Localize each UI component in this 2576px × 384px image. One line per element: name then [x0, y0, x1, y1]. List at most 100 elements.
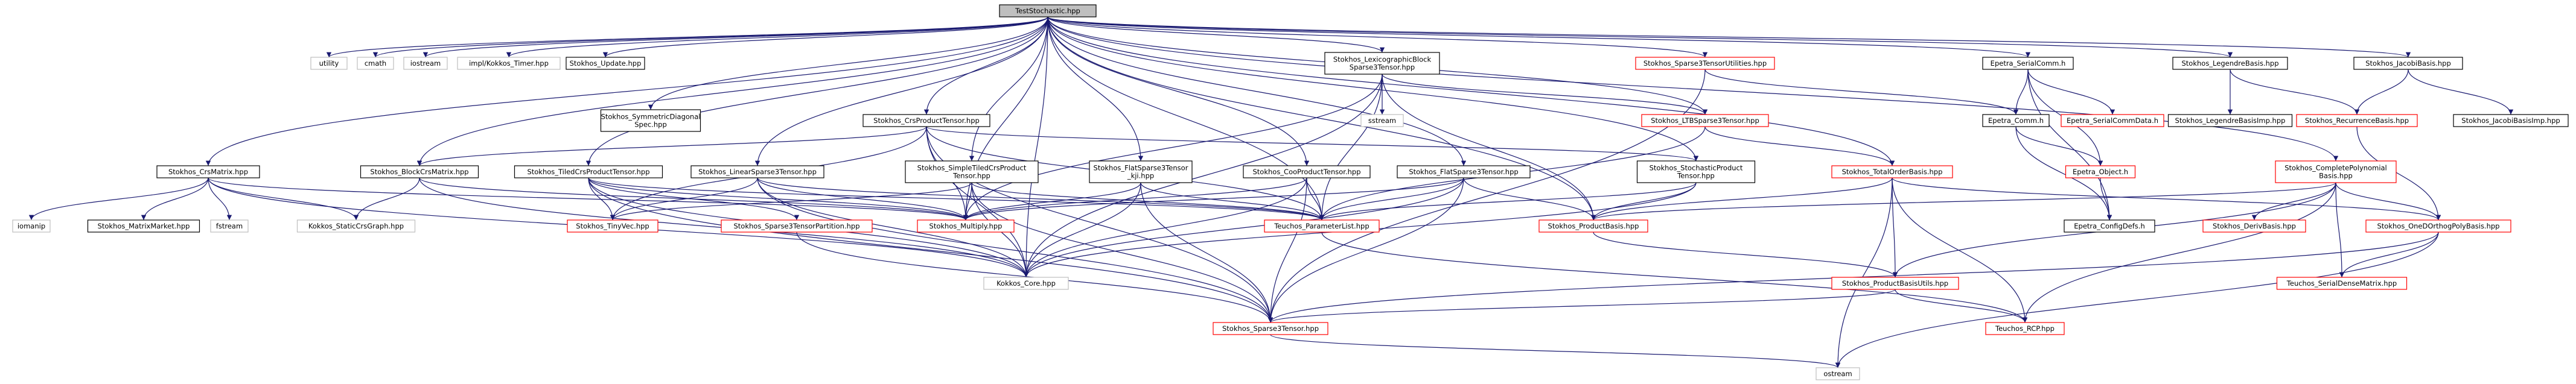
- node-sp3tensor[interactable]: Stokhos_Sparse3Tensor.hpp: [1213, 322, 1328, 335]
- node-crsprod[interactable]: Stokhos_CrsProductTensor.hpp: [862, 114, 990, 127]
- node-legimp[interactable]: Stokhos_LegendreBasisImp.hpp: [2167, 114, 2293, 127]
- edge-totalorder-to-ostream: [1835, 177, 1893, 368]
- node-sp3util[interactable]: Stokhos_Sparse3TensorUtilities.hpp: [1635, 57, 1775, 70]
- node-epobject[interactable]: Epetra_Object.h: [2065, 165, 2136, 178]
- node-label-crsprod-0: Stokhos_CrsProductTensor.hpp: [873, 116, 980, 125]
- node-epserialdata[interactable]: Epetra_SerialCommData.h: [2061, 114, 2164, 127]
- node-ltb[interactable]: Stokhos_LTBSparse3Tensor.hpp: [1641, 114, 1769, 127]
- node-label-recurrence-0: Stokhos_RecurrenceBasis.hpp: [2305, 116, 2409, 125]
- node-ostream: ostream: [1816, 367, 1860, 380]
- node-mmarket[interactable]: Stokhos_MatrixMarket.hpp: [87, 219, 200, 233]
- edge-jacbasis-to-recurrence: [2354, 69, 2409, 115]
- node-update[interactable]: Stokhos_Update.hpp: [566, 57, 645, 70]
- node-box-sstream: [1360, 114, 1404, 127]
- edge-totalorder-to-oneD: [1892, 177, 2441, 221]
- node-label-blockcrs-0: Stokhos_BlockCrsMatrix.hpp: [370, 168, 468, 176]
- node-lexblock[interactable]: Stokhos_LexicographicBlockSparse3Tensor.…: [1324, 52, 1440, 75]
- edge-root-to-epcomm: [1047, 16, 2030, 58]
- node-epcomm[interactable]: Epetra_SerialComm.h: [1982, 57, 2074, 70]
- node-recurrence[interactable]: Stokhos_RecurrenceBasis.hpp: [2296, 114, 2418, 127]
- edge-flatsp-to-kcore: [1023, 177, 1464, 278]
- node-label-linsp-0: Stokhos_LinearSparse3Tensor.hpp: [698, 168, 817, 176]
- node-box-jacimp: [2453, 114, 2569, 127]
- node-cooprod[interactable]: Stokhos_CooProductTensor.hpp: [1243, 165, 1371, 178]
- node-label-symdiag-0: Stokhos_SymmetricDiagonal: [601, 113, 701, 121]
- node-label-lexblock-1: Sparse3Tensor.hpp: [1350, 63, 1415, 72]
- node-label-ep_comm-0: Epetra_Comm.h: [1988, 116, 2044, 125]
- edge-flatkji-to-paramlist: [1140, 182, 1325, 221]
- node-label-mmarket-0: Stokhos_MatrixMarket.hpp: [98, 222, 190, 230]
- edge-root-to-jacbasis: [1047, 16, 2411, 58]
- node-box-oneD: [2365, 219, 2511, 233]
- edge-crsprod-to-blockcrs: [417, 126, 927, 166]
- node-box-utility: [310, 57, 348, 70]
- node-cmath: cmath: [357, 57, 394, 70]
- edge-simpletiled-to-paramlist: [971, 182, 1325, 221]
- node-oneD[interactable]: Stokhos_OneDOrthogPolyBasis.hpp: [2365, 219, 2511, 233]
- edge-pbutils-to-rcp: [1895, 289, 2028, 323]
- node-box-mmarket: [87, 219, 200, 233]
- node-configdefs[interactable]: Epetra_ConfigDefs.h: [2064, 219, 2155, 233]
- node-box-legimp: [2167, 114, 2293, 127]
- node-sp3part[interactable]: Stokhos_Sparse3TensorPartition.hpp: [721, 219, 873, 233]
- node-box-prodbasis: [1538, 219, 1648, 233]
- node-multiply[interactable]: Stokhos_Multiply.hpp: [917, 219, 1015, 233]
- edge-lexblock-to-multiply: [963, 74, 1383, 221]
- edge-epcomm-to-epserialdata: [2027, 69, 2115, 115]
- node-tiledcrs[interactable]: Stokhos_TiledCrsProductTensor.hpp: [514, 165, 663, 178]
- node-label-epcomm-0: Epetra_SerialComm.h: [1991, 59, 2066, 68]
- node-flatsp[interactable]: Stokhos_FlatSparse3Tensor.hpp: [1397, 165, 1531, 178]
- node-pbutils[interactable]: Stokhos_ProductBasisUtils.hpp: [1831, 277, 1959, 290]
- edge-tiledcrs-to-tinyvec: [588, 177, 616, 221]
- node-box-configdefs: [2064, 219, 2155, 233]
- edge-ep_comm-to-configdefs: [2015, 126, 2112, 221]
- node-box-tiledcrs: [514, 165, 663, 178]
- node-label-serialdense-0: Teuchos_SerialDenseMatrix.hpp: [2286, 279, 2397, 288]
- edge-root-to-linsp: [754, 16, 1048, 166]
- edge-cooprod-to-multiply: [963, 177, 1307, 221]
- node-box-symdiag: [600, 109, 701, 132]
- node-blockcrs[interactable]: Stokhos_BlockCrsMatrix.hpp: [360, 165, 479, 178]
- node-box-epserialdata: [2061, 114, 2164, 127]
- node-label-derivbasis-0: Stokhos_DerivBasis.hpp: [2213, 222, 2296, 230]
- edge-root-to-flatsp: [1047, 16, 1467, 166]
- node-jacimp[interactable]: Stokhos_JacobiBasisImp.hpp: [2453, 114, 2569, 127]
- node-box-update: [566, 57, 645, 70]
- node-derivbasis[interactable]: Stokhos_DerivBasis.hpp: [2202, 219, 2306, 233]
- node-label-lexblock-0: Stokhos_LexicographicBlock: [1333, 55, 1432, 64]
- node-jacbasis[interactable]: Stokhos_JacobiBasis.hpp: [2353, 57, 2463, 70]
- node-crsmatrix[interactable]: Stokhos_CrsMatrix.hpp: [156, 165, 260, 178]
- edge-jacbasis-to-jacimp: [2408, 69, 2514, 115]
- node-box-tinyvec: [567, 219, 658, 233]
- node-box-crsmatrix: [156, 165, 260, 178]
- edge-ltb-to-totalorder: [1704, 126, 1895, 166]
- node-root[interactable]: TestStochastic.hpp: [999, 4, 1097, 17]
- node-paramlist[interactable]: Teuchos_ParameterList.hpp: [1264, 219, 1380, 233]
- node-linsp[interactable]: Stokhos_LinearSparse3Tensor.hpp: [690, 165, 824, 178]
- node-flatkji[interactable]: Stokhos_FlatSparse3Tensor_kji.hpp: [1089, 160, 1193, 183]
- edge-crsprod-to-kcore: [926, 126, 1029, 278]
- node-label-stochprod-0: Stokhos_StochasticProduct: [1650, 164, 1743, 172]
- node-prodbasis[interactable]: Stokhos_ProductBasis.hpp: [1538, 219, 1648, 233]
- node-tinyvec[interactable]: Stokhos_TinyVec.hpp: [567, 219, 658, 233]
- node-ep_comm[interactable]: Epetra_Comm.h: [1982, 114, 2050, 127]
- node-label-sstream-0: sstream: [1368, 116, 1396, 125]
- node-serialdense[interactable]: Teuchos_SerialDenseMatrix.hpp: [2276, 277, 2408, 290]
- edge-root-to-kcore: [1023, 16, 1048, 278]
- node-label-jacbasis-0: Stokhos_JacobiBasis.hpp: [2365, 59, 2451, 68]
- edge-sp3util-to-ep_comm: [1704, 69, 2019, 115]
- edge-cooprod-to-kcore: [1023, 177, 1307, 278]
- node-rcp[interactable]: Teuchos_RCP.hpp: [1985, 322, 2065, 335]
- node-box-blockcrs: [360, 165, 479, 178]
- node-box-kcore: [983, 277, 1069, 290]
- edge-root-to-blockcrs: [416, 16, 1048, 166]
- edge-recurrence-to-oneD: [2356, 126, 2441, 221]
- node-label-legimp-0: Stokhos_LegendreBasisImp.hpp: [2175, 116, 2286, 125]
- node-legbasis[interactable]: Stokhos_LegendreBasis.hpp: [2172, 57, 2288, 70]
- node-label-simpletiled-1: Tensor.hpp: [952, 172, 990, 180]
- node-totalorder[interactable]: Stokhos_TotalOrderBasis.hpp: [1831, 165, 1953, 178]
